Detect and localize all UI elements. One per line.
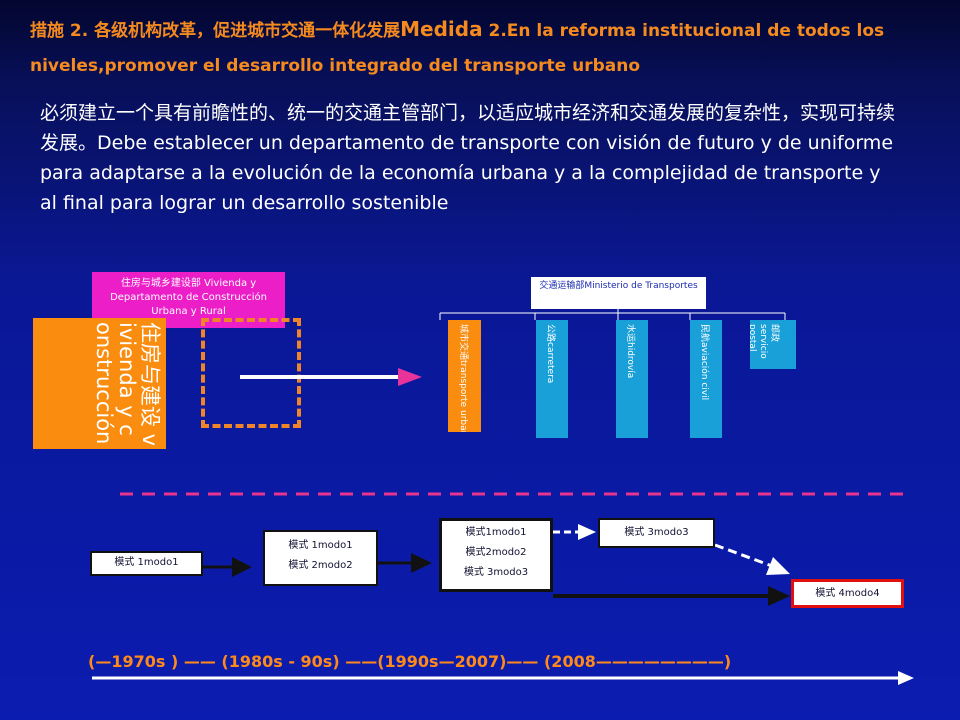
branch-road: 公路carretera <box>536 320 568 438</box>
dashed-placeholder-box <box>201 318 301 428</box>
housing-vertical-box: 住房与建设 vivienda y construcción <box>33 318 166 449</box>
title-rest: 2.En la reforma institucional de todos l… <box>30 21 885 76</box>
mode-arrow-2-head <box>411 553 432 573</box>
mode-box-1-line-1: 模式 1modo1 <box>114 557 179 568</box>
mode-box-3-line-1: 模式1modo1 <box>465 527 527 538</box>
mode-box-3: 模式1modo1 模式2modo2 模式 3modo3 <box>439 518 553 592</box>
mode-box-3-line-2: 模式2modo2 <box>465 547 527 558</box>
mode-box-4: 模式 4modo4 <box>791 579 904 608</box>
timeline-label: (—1970s ) —— (1980s - 90s) ——(1990s—2007… <box>88 652 732 671</box>
slide-title: 措施 2. 各级机构改革，促进城市交通一体化发展Medida 2.En la r… <box>30 12 930 84</box>
mode-box-3b-line-1: 模式 3modo3 <box>624 527 689 538</box>
transition-arrow-head <box>398 368 422 386</box>
branch-waterway: 水运hidrovía <box>616 320 648 438</box>
ministry-transport-box: 交通运输部Ministerio de Transportes <box>531 277 706 309</box>
mode-arrow-3-head <box>768 586 790 606</box>
branch-urban-transport: 城市交通transporte urbano <box>448 320 481 432</box>
branch-postal: 邮政servicio postal <box>750 320 796 369</box>
body-paragraph: 必须建立一个具有前瞻性的、统一的交通主管部门，以适应城市经济和交通发展的复杂性，… <box>40 102 896 214</box>
mode-box-4-line-1: 模式 4modo4 <box>815 588 880 599</box>
mode-box-3b: 模式 3modo3 <box>598 518 715 548</box>
title-prefix: 措施 2. 各级机构改革，促进城市交通一体化发展 <box>30 21 401 41</box>
mode-dashed-arrow-2 <box>714 543 773 568</box>
mode-dashed-arrow-1-head <box>578 524 596 540</box>
branch-civil-aviation: 民航aviación civil <box>690 320 722 438</box>
mode-box-2-line-2: 模式 2modo2 <box>288 560 353 571</box>
timeline-arrow-head <box>898 671 914 685</box>
mode-dashed-arrow-2-head <box>766 557 790 575</box>
mode-box-1: 模式 1modo1 <box>90 551 203 576</box>
mode-box-3-line-3: 模式 3modo3 <box>463 567 529 578</box>
mode-arrow-1-head <box>232 557 252 577</box>
mode-box-2: 模式 1modo1 模式 2modo2 <box>263 530 378 586</box>
title-bold: Medida <box>400 17 483 41</box>
mode-box-2-line-1: 模式 1modo1 <box>288 540 353 551</box>
